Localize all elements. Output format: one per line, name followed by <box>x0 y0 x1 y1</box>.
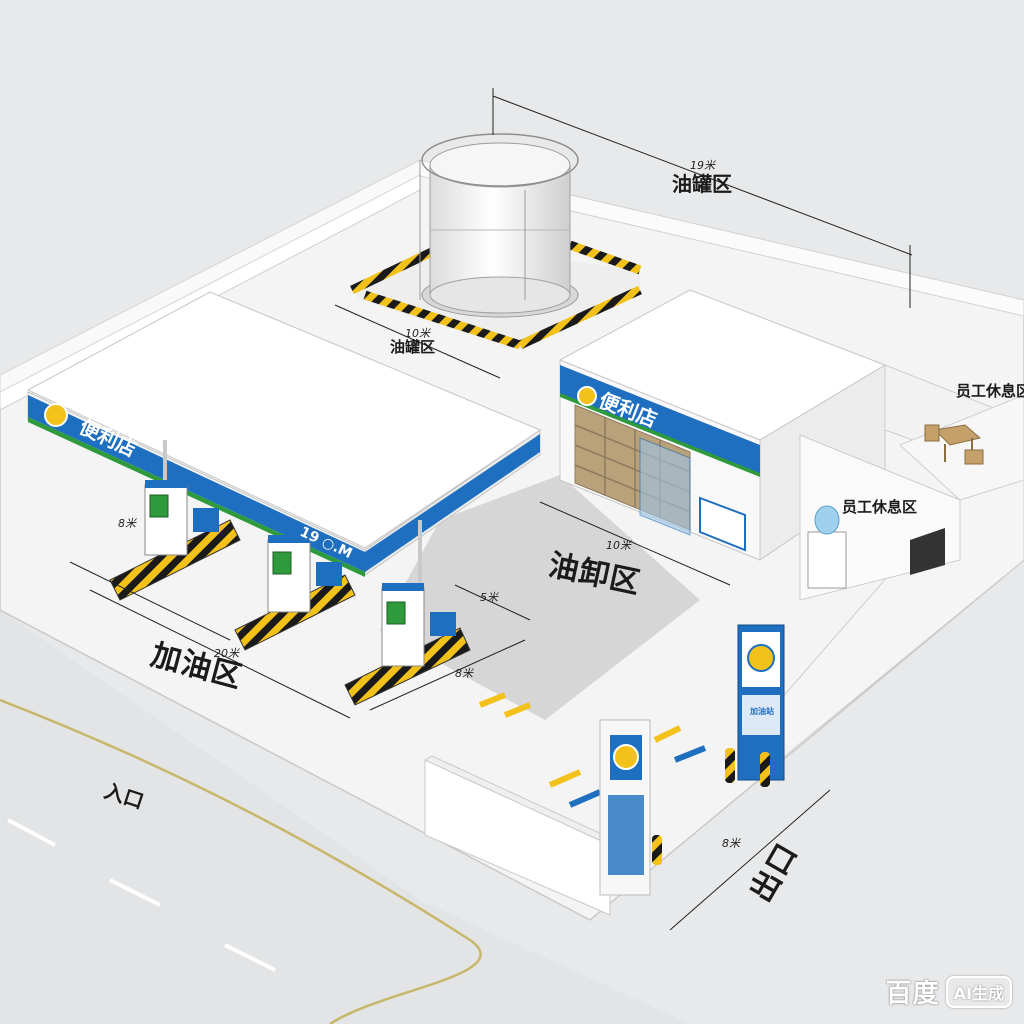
lane-markings <box>478 692 707 808</box>
monument-sign-text: 加油站 <box>750 707 774 716</box>
zone-label-tank-pad: 油罐区 <box>390 338 436 356</box>
store-logo-icon <box>577 386 597 406</box>
zone-label-staff-rest-2: 员工休息区 <box>842 498 918 516</box>
dim-tank-top: 19米 <box>690 159 715 172</box>
rest-table-chairs <box>924 424 984 465</box>
store-counter <box>699 496 746 552</box>
dim-unload: 5米 <box>480 591 498 604</box>
dim-exit-width: 8米 <box>722 837 740 850</box>
road-centerline <box>0 698 482 1024</box>
staff-rest-area <box>799 364 1024 601</box>
dimension-lines <box>69 88 913 931</box>
zone-label-fuel-tank: 油罐区 <box>672 172 732 196</box>
exit-bollards <box>652 748 770 865</box>
fuel-pump-2 <box>234 535 356 651</box>
water-dispenser-icon <box>807 505 847 589</box>
dim-pump-left: 8米 <box>118 517 136 530</box>
tank-hazard-curbs <box>350 240 642 350</box>
road-lane-dashes <box>7 818 276 972</box>
watermark-brand: 百度 <box>885 979 940 1009</box>
store-door <box>639 437 691 536</box>
fuel-pump-1 <box>109 480 241 601</box>
watermark-badge: AI生成 <box>945 975 1012 1008</box>
unloading-pad <box>380 475 700 720</box>
dim-pump-side: 8米 <box>455 667 473 680</box>
rest-room-door <box>910 528 945 575</box>
zone-label-staff-rest-1: 员工休息区 <box>956 382 1024 400</box>
fuel-pump-3 <box>344 583 471 706</box>
dim-tank-pad: 10米 <box>405 327 430 340</box>
monument-sign-short <box>599 719 651 896</box>
canopy-sign-band <box>28 395 365 572</box>
dim-store-front: 10米 <box>606 539 631 552</box>
dim-pump-row: 20米 <box>214 647 239 660</box>
monument-logo-icon <box>747 644 775 672</box>
fuel-storage-tank <box>419 133 579 318</box>
road-surface <box>0 610 690 1024</box>
monument-short-logo-icon <box>613 744 639 770</box>
store-sign-band <box>560 365 760 475</box>
canopy-logo-icon <box>44 403 68 427</box>
watermark: 百度 AI生成 <box>886 973 1012 1010</box>
